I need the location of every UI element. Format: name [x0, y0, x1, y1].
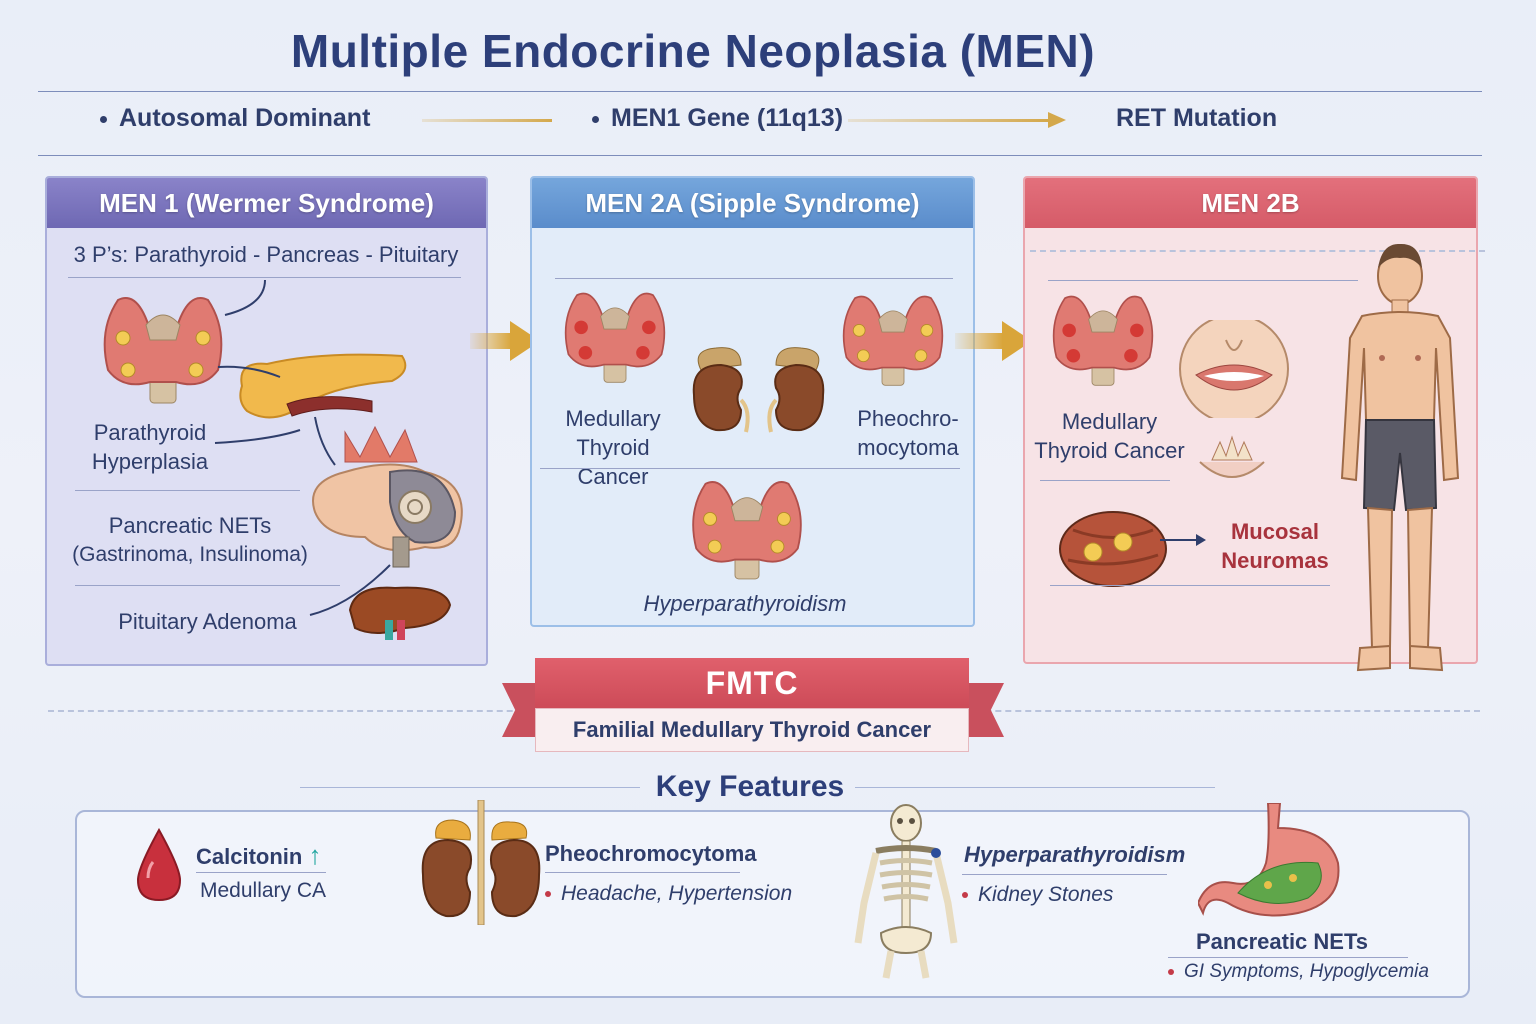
- divider-mid: [38, 155, 1482, 156]
- feature-hpt-title: Hyperparathyroidism: [964, 842, 1186, 867]
- men1-label-parathyroid: Parathyroid Hyperplasia: [91, 420, 209, 474]
- men2a-label-pheo: Pheochro- mocytoma: [857, 406, 959, 460]
- fmtc-title: FMTC: [535, 658, 969, 708]
- genetics-item-ret: RET Mutation: [1116, 104, 1278, 132]
- genetics-item-men1-gene: MEN1 Gene (11q13): [592, 104, 843, 133]
- divider: [962, 874, 1167, 875]
- divider: [300, 787, 640, 788]
- connector-arrows: [214, 279, 391, 616]
- thyroid-icon: [692, 481, 802, 580]
- men1-label-pituitary: Pituitary Adenoma: [118, 609, 297, 634]
- divider: [196, 872, 326, 873]
- adrenal-kidney-icon: [421, 800, 541, 925]
- key-features-title: Key Features: [655, 770, 845, 803]
- adrenal-kidney-icon: [692, 347, 825, 433]
- feature-pheo-title: Pheochromocytoma: [545, 841, 757, 866]
- brain-pituitary-icon: [312, 425, 463, 568]
- lips-icon: [1179, 320, 1289, 418]
- bullet-icon: [1168, 968, 1174, 975]
- feature-calcitonin-detail: Medullary CA: [200, 879, 327, 902]
- men1-header: MEN 1 (Wermer Syndrome): [47, 178, 486, 228]
- bullet-icon: [592, 115, 599, 123]
- divider: [540, 468, 960, 469]
- dashed-divider: [1030, 250, 1485, 252]
- stomach-icon: [1198, 803, 1340, 917]
- feature-calcitonin-title: Calcitonin ↑: [196, 840, 322, 870]
- marfanoid-body-icon: [1340, 243, 1460, 672]
- divider-top: [38, 91, 1482, 92]
- feature-pnet-title: Pancreatic NETs: [1196, 929, 1369, 954]
- page-title: Multiple Endocrine Neoplasia (MEN): [290, 25, 1096, 77]
- men2b-header: MEN 2B: [1025, 178, 1476, 228]
- skeleton-icon: [854, 804, 958, 979]
- liver-icon: [348, 586, 452, 640]
- divider: [855, 787, 1215, 788]
- pointer-arrow-icon: [1160, 534, 1206, 546]
- arrow-up-icon: ↑: [308, 840, 322, 870]
- feature-pheo-detail: Headache, Hypertension: [545, 882, 792, 906]
- genetics-item-autosomal: Autosomal Dominant: [100, 104, 370, 133]
- divider: [75, 585, 340, 586]
- neuroma-icon: [1059, 511, 1167, 587]
- genetics-connector: [422, 119, 552, 122]
- feature-pnet-detail: GI Symptoms, Hypoglycemia: [1168, 961, 1429, 983]
- arrow-tail: [955, 333, 1003, 349]
- divider: [1050, 585, 1330, 586]
- thyroid-icon: [842, 295, 944, 386]
- men2b-label-neuromas: Mucosal Neuromas: [1221, 519, 1329, 573]
- divider: [1048, 280, 1358, 281]
- bullet-icon: [545, 891, 551, 898]
- pancreas-icon: [239, 353, 407, 419]
- men1-panel: MEN 1 (Wermer Syndrome): [45, 176, 488, 666]
- men2b-label-mtc: Medullary Thyroid Cancer: [1034, 409, 1185, 463]
- arrow-tail: [470, 333, 512, 349]
- bullet-icon: [962, 892, 968, 899]
- genetics-connector: [848, 119, 1048, 122]
- fmtc-subtitle: Familial Medullary Thyroid Cancer: [535, 708, 969, 752]
- thyroid-icon: [103, 297, 223, 404]
- men2a-label-hpt: Hyperparathyroidism: [643, 591, 847, 616]
- blood-drop-icon: [136, 828, 182, 902]
- tongue-icon: [1199, 435, 1265, 478]
- divider: [75, 490, 300, 491]
- thyroid-icon: [564, 292, 666, 383]
- thyroid-icon: [1052, 295, 1154, 386]
- divider: [545, 872, 740, 873]
- divider: [555, 278, 953, 279]
- men2a-header: MEN 2A (Sipple Syndrome): [532, 178, 973, 228]
- divider: [1040, 480, 1170, 481]
- divider: [1168, 957, 1408, 958]
- feature-hpt-detail: Kidney Stones: [962, 883, 1113, 907]
- arrow-right-icon: [1048, 112, 1066, 128]
- men1-subtitle: 3 P’s: Parathyroid - Pancreas - Pituitar…: [73, 242, 459, 267]
- divider: [68, 277, 461, 278]
- men2a-label-mtc: Medullary Thyroid Cancer: [565, 406, 661, 489]
- men1-label-pancreatic: Pancreatic NETs (Gastrinoma, Insulinoma): [72, 513, 308, 566]
- bullet-icon: [100, 115, 107, 123]
